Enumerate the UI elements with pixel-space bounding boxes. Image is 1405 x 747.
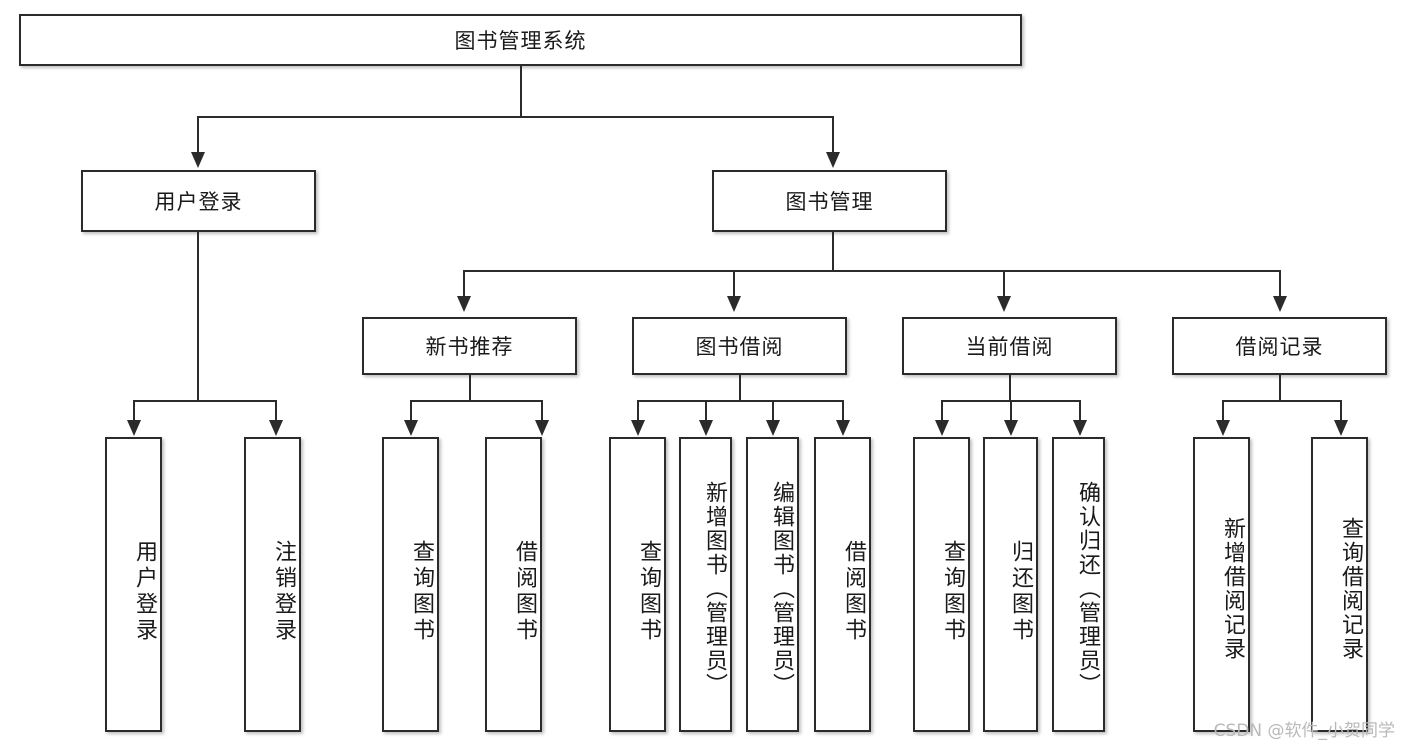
arrowhead-leaf-query-book-3 <box>935 420 949 436</box>
arrowhead-leaf-add-book <box>699 420 713 436</box>
connector-bb-leaf-1 <box>637 400 639 422</box>
arrowhead-leaf-query-borrow-record <box>1334 420 1348 436</box>
connector-book-management-bus <box>463 270 1281 272</box>
leaf-borrow-book-2[interactable]: 借阅图书 <box>814 437 871 732</box>
node-book-borrow[interactable]: 图书借阅 <box>632 317 847 375</box>
connector-root-to-user-login <box>197 116 199 154</box>
connector-to-current-borrow <box>1003 270 1005 298</box>
connector-to-new-book-recommend <box>463 270 465 298</box>
leaf-query-book-2[interactable]: 查询图书 <box>609 437 666 732</box>
arrowhead-current-borrow <box>997 296 1011 312</box>
connector-borrow-record-stem <box>1279 375 1281 400</box>
connector-new-book-recommend-bus <box>410 400 543 402</box>
node-current-borrow[interactable]: 当前借阅 <box>902 317 1117 375</box>
leaf-query-book-3[interactable]: 查询图书 <box>913 437 970 732</box>
node-book-management[interactable]: 图书管理 <box>712 170 947 232</box>
connector-cb-leaf-2 <box>1010 400 1012 422</box>
node-new-book-recommend[interactable]: 新书推荐 <box>362 317 577 375</box>
connector-nbr-leaf-2 <box>541 400 543 422</box>
connector-current-borrow-stem <box>1009 375 1011 400</box>
connector-nbr-leaf-1 <box>410 400 412 422</box>
arrowhead-leaf-return-book <box>1004 420 1018 436</box>
connector-bb-leaf-2 <box>705 400 707 422</box>
connector-book-borrow-bus <box>637 400 844 402</box>
connector-to-borrow-record <box>1279 270 1281 298</box>
leaf-query-book-1[interactable]: 查询图书 <box>382 437 439 732</box>
connector-root-to-book-management <box>832 116 834 154</box>
connector-book-borrow-stem <box>739 375 741 400</box>
arrowhead-borrow-record <box>1273 296 1287 312</box>
leaf-confirm-return[interactable]: 确认归还（管理员） <box>1052 437 1105 732</box>
arrowhead-leaf-query-book-2 <box>631 420 645 436</box>
node-user-login[interactable]: 用户登录 <box>81 170 316 232</box>
connector-root-stem <box>520 66 522 116</box>
leaf-return-book[interactable]: 归还图书 <box>983 437 1038 732</box>
leaf-logout-login[interactable]: 注销登录 <box>244 437 301 732</box>
connector-cb-leaf-3 <box>1079 400 1081 422</box>
leaf-borrow-book-1[interactable]: 借阅图书 <box>485 437 542 732</box>
leaf-user-login[interactable]: 用户登录 <box>105 437 162 732</box>
connector-borrow-record-bus <box>1222 400 1342 402</box>
node-borrow-record[interactable]: 借阅记录 <box>1172 317 1387 375</box>
leaf-query-borrow-record[interactable]: 查询借阅记录 <box>1311 437 1368 732</box>
connector-br-leaf-2 <box>1340 400 1342 422</box>
arrowhead-leaf-borrow-book-2 <box>836 420 850 436</box>
arrowhead-leaf-logout-login <box>269 420 283 436</box>
connector-user-login-bus <box>133 400 277 402</box>
arrowhead-leaf-borrow-book-1 <box>535 420 549 436</box>
arrowhead-user-login <box>191 152 205 168</box>
connector-to-book-borrow <box>733 270 735 298</box>
connector-new-book-recommend-stem <box>469 375 471 400</box>
node-root-book-management-system[interactable]: 图书管理系统 <box>19 14 1022 66</box>
connector-root-bus <box>197 116 834 118</box>
connector-cb-leaf-1 <box>941 400 943 422</box>
arrowhead-book-borrow <box>727 296 741 312</box>
arrowhead-leaf-edit-book <box>766 420 780 436</box>
arrowhead-new-book-recommend <box>457 296 471 312</box>
arrowhead-leaf-confirm-return <box>1073 420 1087 436</box>
arrowhead-leaf-user-login <box>127 420 141 436</box>
connector-user-login-to-leaf-1 <box>133 400 135 422</box>
connector-br-leaf-1 <box>1222 400 1224 422</box>
leaf-edit-book[interactable]: 编辑图书（管理员） <box>746 437 799 732</box>
arrowhead-book-management <box>826 152 840 168</box>
connector-book-management-stem <box>832 232 834 270</box>
connector-user-login-to-leaf-2 <box>275 400 277 422</box>
connector-bb-leaf-4 <box>842 400 844 422</box>
connector-user-login-stem <box>197 232 199 400</box>
arrowhead-leaf-add-borrow-record <box>1216 420 1230 436</box>
csdn-watermark: CSDN @软件_小贺同学 <box>1213 721 1395 741</box>
arrowhead-leaf-query-book-1 <box>404 420 418 436</box>
connector-bb-leaf-3 <box>772 400 774 422</box>
leaf-add-borrow-record[interactable]: 新增借阅记录 <box>1193 437 1250 732</box>
leaf-add-book[interactable]: 新增图书（管理员） <box>679 437 732 732</box>
